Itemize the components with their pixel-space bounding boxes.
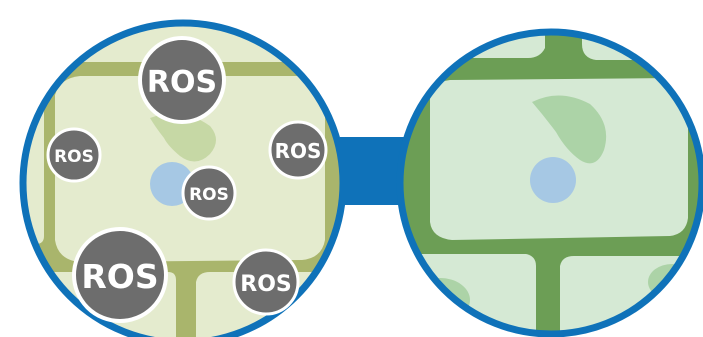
ros-bubble: ROS bbox=[181, 165, 237, 221]
right-ring bbox=[396, 28, 703, 337]
ros-bubble: ROS bbox=[72, 227, 168, 323]
stressed-cells-panel: ROS ROS ROS ROS ROS ROS bbox=[19, 19, 347, 337]
ros-label: ROS bbox=[81, 257, 158, 296]
ros-label: ROS bbox=[275, 139, 322, 163]
healthy-cell-top-right bbox=[582, 32, 702, 60]
ros-label: ROS bbox=[240, 272, 292, 297]
ros-label: ROS bbox=[54, 147, 94, 167]
healthy-cells-panel bbox=[396, 28, 703, 337]
ros-bubble: ROS bbox=[46, 127, 102, 183]
ros-label: ROS bbox=[147, 65, 217, 100]
stressed-organelle bbox=[150, 113, 216, 162]
healthy-cell-bottom-right bbox=[560, 256, 702, 334]
healthy-cell-top-left bbox=[400, 32, 545, 58]
stressed-cell-main bbox=[55, 76, 325, 262]
ros-bubble: ROS bbox=[268, 120, 328, 180]
healthy-organelle bbox=[532, 95, 607, 164]
healthy-nucleus bbox=[530, 157, 576, 203]
ros-label: ROS bbox=[189, 185, 229, 205]
ros-bubble: ROS bbox=[232, 248, 300, 316]
ros-bubble: ROS bbox=[138, 36, 226, 124]
